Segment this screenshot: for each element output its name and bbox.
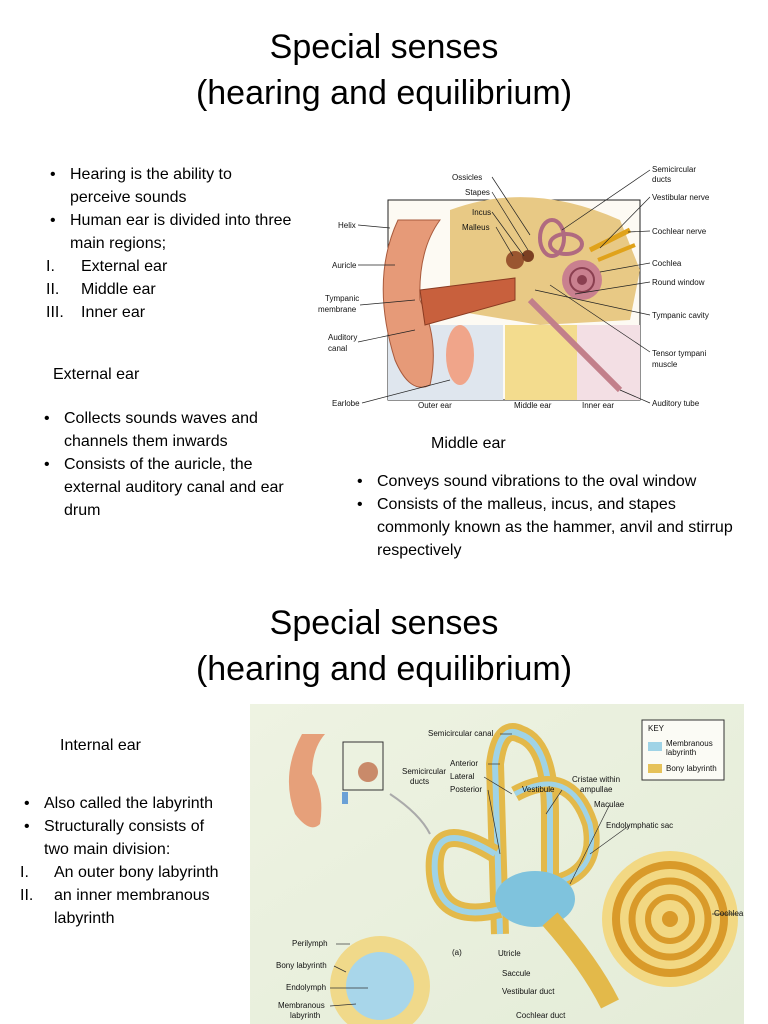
label-auditory-canal-1: Auditory xyxy=(328,333,357,342)
label-semicircular-ducts-2: ducts xyxy=(410,777,429,786)
label-tympanic-membrane-1: Tympanic xyxy=(325,294,359,303)
label-auditory-tube: Auditory tube xyxy=(652,399,700,408)
label-endolymphatic-sac: Endolymphatic sac xyxy=(606,821,673,830)
slide2-title: Special senses (hearing and equilibrium) xyxy=(0,600,768,692)
label-bony-labyrinth: Bony labyrinth xyxy=(276,961,327,970)
division-item: I.An outer bony labyrinth xyxy=(20,864,219,881)
slide2-title-line1: Special senses xyxy=(269,604,499,642)
key-bony: Bony labyrinth xyxy=(666,764,717,773)
label-ossicles: Ossicles xyxy=(452,173,482,182)
label-cochlear-duct: Cochlear duct xyxy=(516,1011,566,1020)
label-vestibular-nerve: Vestibular nerve xyxy=(652,193,710,202)
label-outer-ear: Outer ear xyxy=(418,401,452,410)
external-ear-heading: External ear xyxy=(53,366,140,383)
label-auditory-canal-2: canal xyxy=(328,344,347,353)
label-stapes: Stapes xyxy=(465,188,490,197)
label-endolymph: Endolymph xyxy=(286,983,326,992)
region-item: II.Middle ear xyxy=(46,281,156,298)
internal-ear-heading: Internal ear xyxy=(60,737,141,754)
label-auricle: Auricle xyxy=(332,261,357,270)
label-membranous-1: Membranous xyxy=(278,1001,325,1010)
external-bullet-2: Consists of the auricle, the external au… xyxy=(40,453,290,522)
label-cochlea: Cochlea xyxy=(714,909,744,918)
label-semicircular-ducts-2: ducts xyxy=(652,175,671,184)
middle-bullet-1: Conveys sound vibrations to the oval win… xyxy=(353,470,748,493)
intro-bullet-2: Human ear is divided into three main reg… xyxy=(46,209,296,255)
external-bullet-1: Collects sounds waves and channels them … xyxy=(40,407,290,453)
middle-bullet-2: Consists of the malleus, incus, and stap… xyxy=(353,493,748,562)
intro-bullets: Hearing is the ability to perceive sound… xyxy=(46,163,296,255)
regions-list: I.External ear II.Middle ear III.Inner e… xyxy=(0,255,296,324)
slide1-title-line2: (hearing and equilibrium) xyxy=(195,74,573,112)
label-middle-ear: Middle ear xyxy=(514,401,552,410)
label-round-window: Round window xyxy=(652,278,705,287)
middle-ear-heading: Middle ear xyxy=(431,435,506,452)
label-malleus: Malleus xyxy=(462,223,490,232)
label-earlobe: Earlobe xyxy=(332,399,360,408)
label-tympanic-cavity: Tympanic cavity xyxy=(652,311,709,320)
label-tensor-tympani-2: muscle xyxy=(652,360,678,369)
internal-bullet-1: Also called the labyrinth xyxy=(20,792,220,815)
label-utricle: Utricle xyxy=(498,949,521,958)
intro-bullet-1: Hearing is the ability to perceive sound… xyxy=(46,163,296,209)
key-title: KEY xyxy=(648,724,665,733)
region-item: III.Inner ear xyxy=(46,304,146,321)
key-membranous-1: Membranous xyxy=(666,739,713,748)
label-semicircular-ducts-1: Semicircular xyxy=(402,767,446,776)
label-inner-ear: Inner ear xyxy=(582,401,614,410)
label-panel-a: (a) xyxy=(452,948,462,957)
label-semicircular-canal: Semicircular canal xyxy=(428,729,494,738)
label-cristae-2: ampullae xyxy=(580,785,613,794)
label-incus: Incus xyxy=(472,208,491,217)
external-ear-block: Collects sounds waves and channels them … xyxy=(40,407,290,522)
slide1-title-line1: Special senses xyxy=(269,28,499,66)
internal-bullet-2: Structurally consists of two main divisi… xyxy=(20,815,220,861)
label-membranous-2: labyrinth xyxy=(290,1011,320,1020)
label-cochlea: Cochlea xyxy=(652,259,682,268)
slide2-title-line2: (hearing and equilibrium) xyxy=(195,650,573,688)
intro-block: Hearing is the ability to perceive sound… xyxy=(46,163,296,324)
label-semicircular-ducts-1: Semicircular xyxy=(652,165,696,174)
label-vestibular-duct: Vestibular duct xyxy=(502,987,555,996)
label-perilymph: Perilymph xyxy=(292,939,328,948)
label-lateral: Lateral xyxy=(450,772,475,781)
label-tensor-tympani-1: Tensor tympani xyxy=(652,349,706,358)
label-posterior: Posterior xyxy=(450,785,482,794)
label-vestibule: Vestibule xyxy=(522,785,555,794)
key-membranous-2: labyrinth xyxy=(666,748,696,757)
inner-ear-labyrinth-figure: KEY Membranous labyrinth Bony labyrinth … xyxy=(250,704,744,1024)
label-tympanic-membrane-2: membrane xyxy=(318,305,357,314)
ear-anatomy-figure: Helix Auricle Tympanic membrane Auditory… xyxy=(318,165,710,410)
label-cristae-1: Cristae within xyxy=(572,775,620,784)
label-cochlear-nerve: Cochlear nerve xyxy=(652,227,707,236)
region-item: I.External ear xyxy=(46,258,168,275)
label-anterior: Anterior xyxy=(450,759,478,768)
division-item: II.an inner membranous labyrinth xyxy=(20,887,210,927)
label-helix: Helix xyxy=(338,221,356,230)
middle-ear-block: Conveys sound vibrations to the oval win… xyxy=(353,470,748,562)
internal-ear-block: Also called the labyrinth Structurally c… xyxy=(20,792,220,930)
label-saccule: Saccule xyxy=(502,969,531,978)
slide1-title: Special senses (hearing and equilibrium) xyxy=(0,24,768,116)
